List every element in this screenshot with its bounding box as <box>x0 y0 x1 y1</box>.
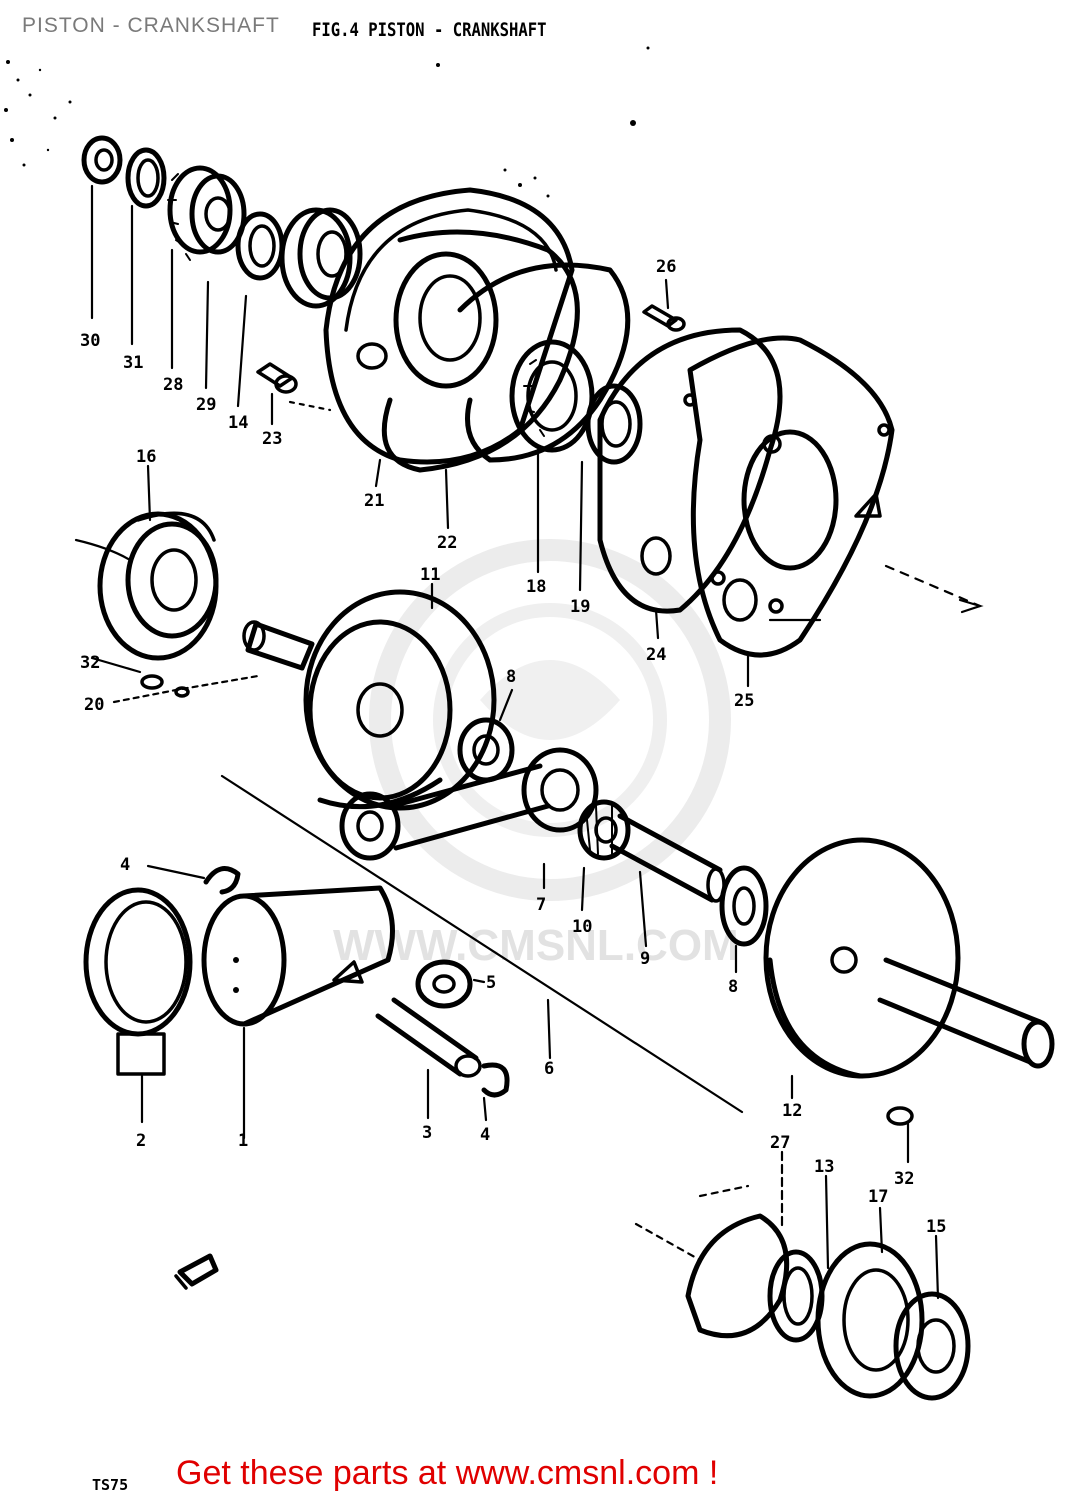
callout-3: 3 <box>422 1123 432 1143</box>
part-4b-circlip <box>481 1062 510 1098</box>
part-21-crankcase-cover <box>323 187 575 465</box>
callout-4a: 4 <box>120 855 130 875</box>
callout-10: 10 <box>572 917 592 937</box>
part-5-small-end-bearing <box>415 959 473 1009</box>
part-11-crank-half <box>242 589 497 811</box>
callout-labels: 30 31 28 29 14 23 21 22 18 19 26 24 25 1… <box>80 257 946 1237</box>
part-22-gasket <box>381 229 580 473</box>
part-23-dowel <box>256 362 298 394</box>
part-15-oil-seal <box>893 1291 971 1401</box>
part-2-piston-rings <box>83 887 193 1076</box>
page-title: PISTON - CRANKSHAFT <box>22 14 280 37</box>
callout-16: 16 <box>136 447 156 467</box>
callout-14: 14 <box>228 413 248 433</box>
callout-22: 22 <box>437 533 457 553</box>
part-8b-washer <box>719 865 769 947</box>
callout-4b: 4 <box>480 1125 490 1145</box>
part-27-cover <box>685 1213 790 1339</box>
callout-24: 24 <box>646 645 666 665</box>
model-code: TS75 <box>92 1476 129 1494</box>
part-13-seal <box>767 1249 825 1343</box>
callout-18: 18 <box>526 577 546 597</box>
part-12-crank-half <box>763 837 1055 1079</box>
part-26-screw <box>642 304 686 332</box>
part-7-connecting-rod <box>339 747 599 861</box>
leader-lines <box>74 184 984 1300</box>
part-20-key <box>140 674 190 698</box>
callout-20: 20 <box>84 695 104 715</box>
callout-7: 7 <box>536 895 546 915</box>
part-31-washer <box>125 147 167 209</box>
callout-31: 31 <box>123 353 143 373</box>
part-28-gear <box>167 165 247 261</box>
callout-25: 25 <box>734 691 754 711</box>
scan-noise <box>4 46 650 202</box>
callout-30: 30 <box>80 331 100 351</box>
callout-8b: 8 <box>728 977 738 997</box>
part-16-bearing <box>97 511 219 661</box>
part-3-piston-pin <box>375 997 482 1078</box>
cta-link[interactable]: Get these parts at www.cmsnl.com ! <box>176 1454 719 1492</box>
part-30-nut <box>81 135 123 185</box>
part-17-bearing <box>815 1241 925 1399</box>
figure-title: FIG.4 PISTON - CRANKSHAFT <box>312 19 547 41</box>
callout-6: 6 <box>544 1059 554 1079</box>
part-32b-key <box>886 1106 914 1126</box>
callout-26: 26 <box>656 257 676 277</box>
callout-13: 13 <box>814 1157 834 1177</box>
callout-21: 21 <box>364 491 384 511</box>
callout-17: 17 <box>868 1187 888 1207</box>
part-4a-circlip <box>203 866 241 895</box>
callout-12: 12 <box>782 1101 802 1121</box>
callout-5: 5 <box>486 973 496 993</box>
callout-32b: 32 <box>894 1169 914 1189</box>
part-29-spacer <box>235 211 285 281</box>
callout-32a: 32 <box>80 653 100 673</box>
callout-29: 29 <box>196 395 216 415</box>
part-1-piston <box>201 885 395 1027</box>
front-arrow-icon <box>174 1253 219 1290</box>
callout-11: 11 <box>420 565 440 585</box>
callout-2: 2 <box>136 1131 146 1151</box>
watermark-text: WWW.CMSNL.COM <box>333 921 739 970</box>
callout-27: 27 <box>770 1133 790 1153</box>
callout-19: 19 <box>570 597 590 617</box>
callout-1: 1 <box>238 1131 248 1151</box>
part-25-plate <box>687 335 895 658</box>
callout-15: 15 <box>926 1217 946 1237</box>
callout-23: 23 <box>262 429 282 449</box>
callout-28: 28 <box>163 375 183 395</box>
callout-9: 9 <box>640 949 650 969</box>
part-18-bearing <box>457 262 631 463</box>
callout-8a: 8 <box>506 667 516 687</box>
